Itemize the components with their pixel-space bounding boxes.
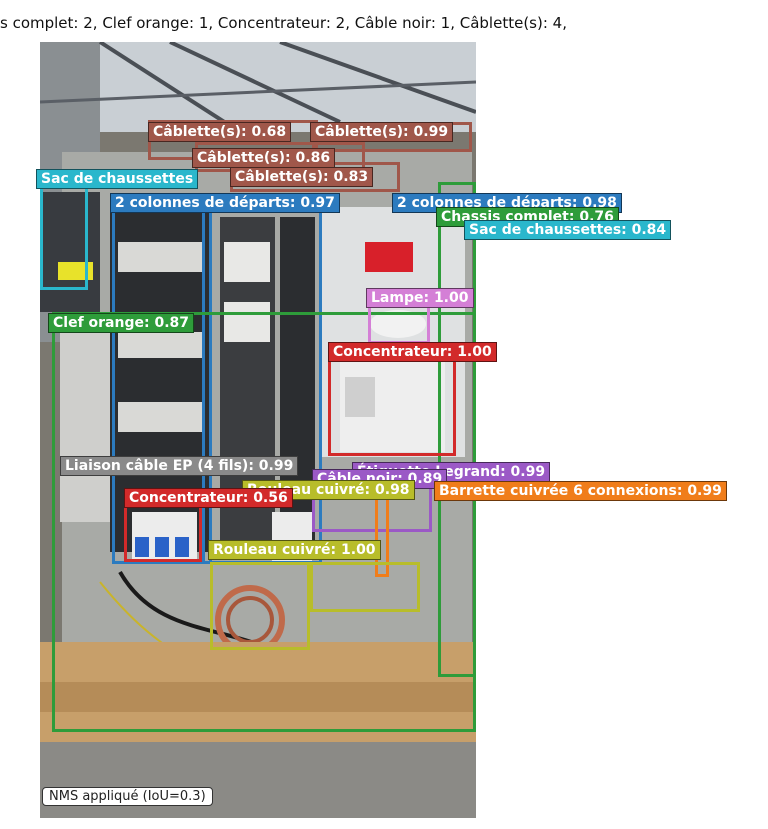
label-rouleau-100: Rouleau cuivré: 1.00 xyxy=(208,540,381,560)
label-concentrateur-100: Concentrateur: 1.00 xyxy=(328,342,497,362)
bbox-concentrateur-100 xyxy=(328,350,456,456)
bbox-sac-chaussettes xyxy=(40,182,88,290)
label-clef-orange: Clef orange: 0.87 xyxy=(48,313,195,333)
label-cablette-099: Câblette(s): 0.99 xyxy=(310,122,454,142)
label-cablette-068: Câblette(s): 0.68 xyxy=(148,122,292,142)
photo-scene xyxy=(40,42,476,818)
detection-summary-title: s complet: 2, Clef orange: 1, Concentrat… xyxy=(0,14,567,32)
label-concentrateur-056: Concentrateur: 0.56 xyxy=(124,488,293,508)
label-liaison: Liaison câble EP (4 fils): 0.99 xyxy=(60,456,299,476)
annotated-photo xyxy=(40,42,476,818)
label-barrette: Barrette cuivrée 6 connexions: 0.99 xyxy=(434,481,727,501)
label-colonnes-097: 2 colonnes de départs: 0.97 xyxy=(110,193,340,213)
bbox-rouleau-100 xyxy=(210,562,310,650)
label-cablette-086: Câblette(s): 0.86 xyxy=(192,148,336,168)
label-cablette-083: Câblette(s): 0.83 xyxy=(230,167,374,187)
label-lampe: Lampe: 1.00 xyxy=(366,288,474,308)
bbox-rouleau-098 xyxy=(310,562,420,612)
label-sac-084: Sac de chaussettes: 0.84 xyxy=(464,220,672,240)
bbox-chassis-2 xyxy=(438,182,476,677)
label-sac-chaussettes: Sac de chaussettes xyxy=(36,169,199,189)
bbox-lampe xyxy=(368,304,430,344)
bbox-concentrateur-056 xyxy=(124,504,202,562)
nms-badge: NMS appliqué (IoU=0.3) xyxy=(42,787,213,806)
